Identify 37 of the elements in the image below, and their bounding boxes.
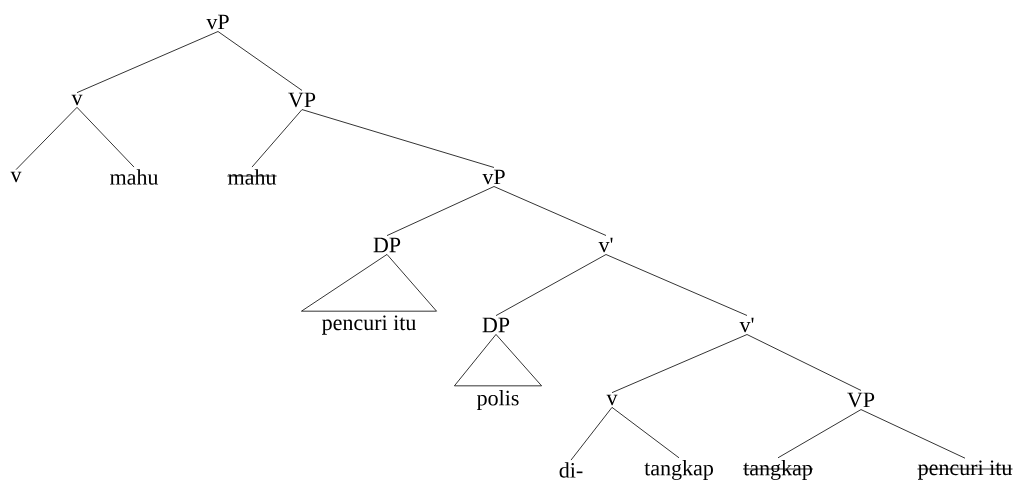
triangle-branch [301, 254, 437, 312]
tree-label: VP [288, 92, 316, 108]
tree-label: vP [206, 14, 229, 30]
tree-label: mahu [110, 169, 159, 185]
branch-line [301, 109, 495, 168]
branch-line [746, 334, 862, 391]
branch-line [493, 186, 607, 236]
struck-word: tangkap [742, 460, 814, 480]
struck-word: pencuri itu [917, 460, 1013, 480]
branch-line [777, 409, 862, 459]
tree-label: tangkap [644, 460, 713, 480]
branch-line [570, 406, 613, 461]
tree-label: DP [482, 317, 510, 333]
tree-label: v' [739, 317, 754, 333]
branch-line [605, 254, 748, 316]
branch-line [611, 406, 680, 459]
tree-label: v [10, 171, 22, 183]
struck-word: mahu [226, 169, 278, 185]
branch-line [495, 254, 607, 316]
branch-line [611, 334, 748, 394]
branch-line [386, 186, 495, 236]
branch-line [15, 106, 78, 171]
tree-label: VP [847, 392, 875, 408]
tree-label: v' [598, 237, 613, 253]
branch-line [76, 31, 219, 94]
tree-label: vP [482, 169, 505, 185]
tree-label: di- [559, 462, 583, 478]
branch-line [217, 31, 303, 91]
branch-line [251, 109, 303, 168]
branch-line [860, 409, 966, 459]
tree-label: DP [373, 237, 401, 253]
tree-label: pencuri itu [322, 315, 416, 335]
branch-line [76, 106, 135, 168]
tree-label: polis [476, 390, 519, 410]
triangle-branch [454, 334, 542, 387]
tree-label: v [606, 394, 618, 406]
tree-label: v [71, 94, 83, 106]
